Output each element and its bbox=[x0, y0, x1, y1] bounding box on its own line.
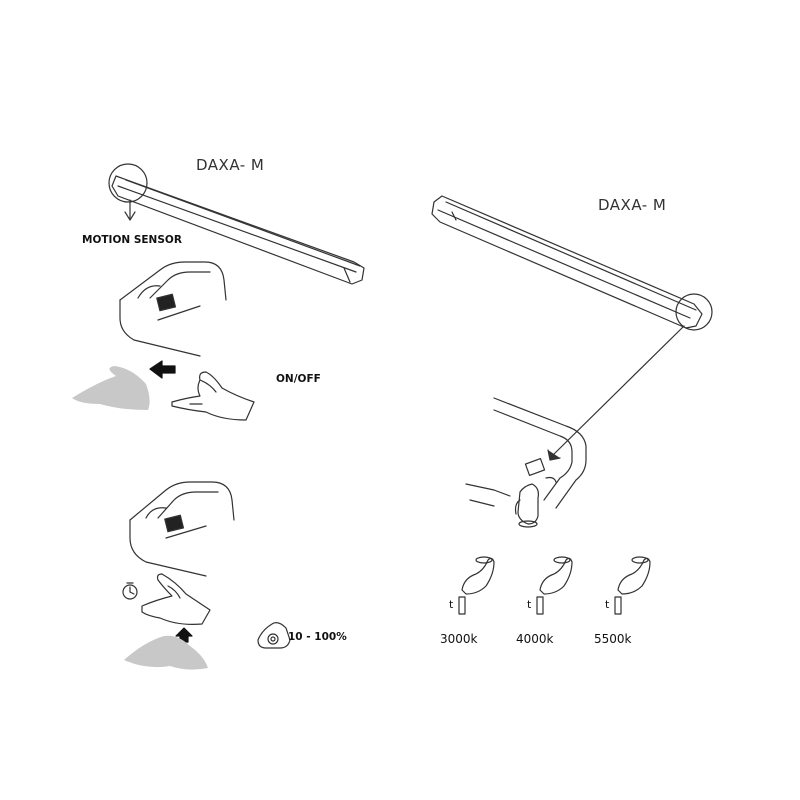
hand-outline-2 bbox=[141, 573, 211, 625]
left-arrow-icon bbox=[149, 360, 176, 379]
sensor-highlight-circle bbox=[108, 163, 148, 203]
dimmer-touch-icon bbox=[257, 622, 291, 649]
product-title-right: DAXA- M bbox=[598, 196, 667, 214]
led-bar-left bbox=[111, 175, 365, 285]
led-bar-right bbox=[431, 195, 703, 329]
pointer-line-arrow bbox=[547, 325, 685, 461]
sensor-window bbox=[156, 293, 177, 312]
tap-hand-3 bbox=[614, 556, 651, 615]
sensor-highlight-circle-right bbox=[675, 293, 713, 331]
color-temp-4000: 4000k bbox=[516, 632, 554, 646]
dim-range-label: 10 - 100% bbox=[288, 631, 347, 643]
bar-end-closeup-touch bbox=[465, 397, 587, 509]
hand-shadow-1 bbox=[72, 366, 150, 410]
bar-end-closeup-dim bbox=[129, 481, 235, 577]
hand-outline-1 bbox=[171, 371, 255, 421]
down-arrow-icon bbox=[124, 199, 136, 221]
time-label: t bbox=[605, 598, 610, 611]
bar-end-closeup-onoff bbox=[119, 261, 227, 357]
finger-touch-icon bbox=[514, 483, 539, 528]
motion-sensor-label: MOTION SENSOR bbox=[82, 234, 182, 246]
time-label: t bbox=[449, 598, 454, 611]
tap-hand-2 bbox=[536, 556, 573, 615]
time-label: t bbox=[527, 598, 532, 611]
tap-hand-1 bbox=[458, 556, 495, 615]
sensor-window bbox=[164, 514, 185, 533]
color-temp-3000: 3000k bbox=[440, 632, 478, 646]
color-temp-5500: 5500k bbox=[594, 632, 632, 646]
product-title-left: DAXA- M bbox=[196, 156, 265, 174]
timer-icon bbox=[122, 582, 138, 600]
touch-pad bbox=[524, 458, 546, 476]
hand-shadow-2 bbox=[124, 635, 208, 670]
onoff-label: ON/OFF bbox=[276, 373, 321, 385]
